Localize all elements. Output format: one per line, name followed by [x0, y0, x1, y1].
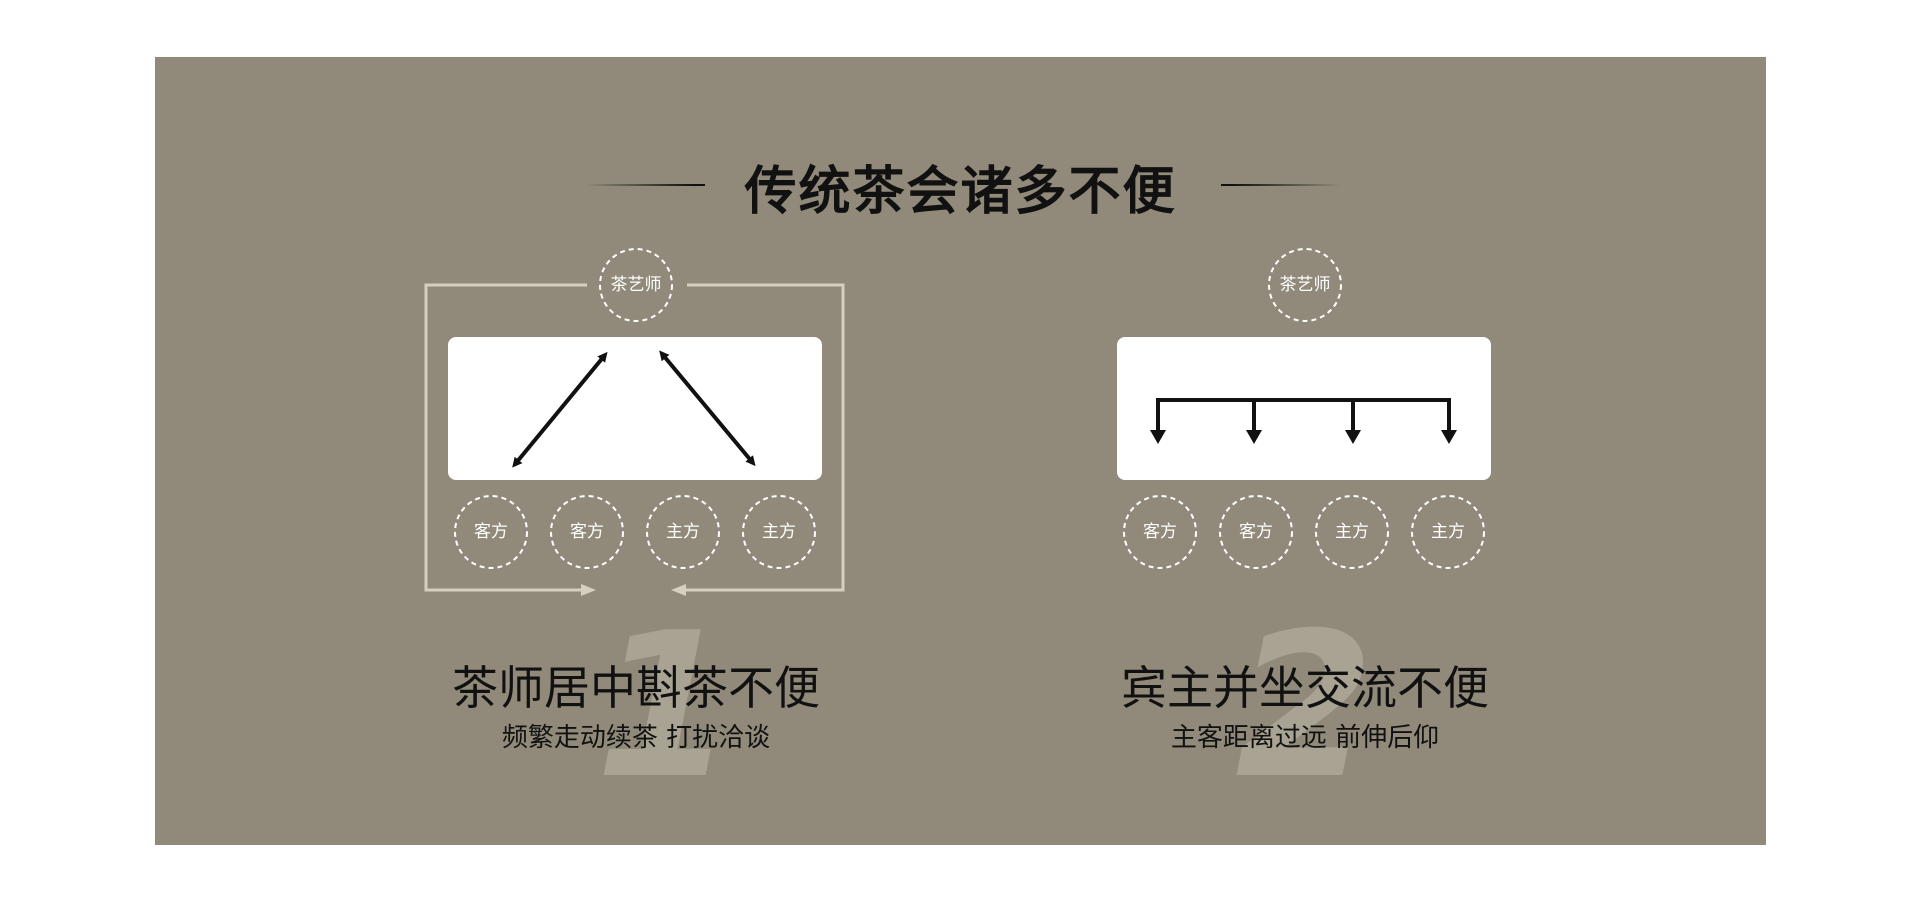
- section-2-seat-2: 客方: [1239, 521, 1273, 542]
- section-1-seat-2: 客方: [570, 521, 604, 542]
- page-title: 传统茶会诸多不便: [744, 162, 1177, 222]
- diagrams: [424, 248, 1491, 596]
- section-1-frame-right: [684, 283, 845, 592]
- section-1-top-node-circle: [599, 248, 673, 322]
- section-2-top-node-circle: [1268, 248, 1342, 322]
- section-1-arrow-left: [512, 351, 608, 468]
- section-2-top-node: 茶艺师: [1279, 274, 1331, 295]
- section-2-seat-3: 主方: [1335, 521, 1369, 542]
- section-2-arrowhead-2: [1246, 430, 1262, 444]
- section-1-seat-1-circle: [454, 495, 528, 569]
- section-2-subheading: 主客距离过远 前伸后仰: [1170, 723, 1440, 753]
- section-1-table: [448, 337, 822, 480]
- section-2-bracket: [1156, 398, 1451, 439]
- section-1-number: 1: [595, 590, 735, 823]
- section-1-frame-left: [424, 283, 587, 592]
- section-2-seat-2-circle: [1219, 495, 1293, 569]
- section-1-seat-2-circle: [550, 495, 624, 569]
- section-2-seat-4-circle: [1411, 495, 1485, 569]
- section-2-seat-3-circle: [1315, 495, 1389, 569]
- section-1-top-node: 茶艺师: [610, 274, 662, 295]
- section-2-seat-1-circle: [1123, 495, 1197, 569]
- section-1-frame-arrow-left: [671, 584, 686, 596]
- section-1-seat-4-circle: [742, 495, 816, 569]
- section-1-seat-3-circle: [646, 495, 720, 569]
- section-1-seat-3: 主方: [666, 521, 700, 542]
- section-1-heading: 茶师居中斟茶不便: [452, 661, 820, 715]
- section-2-number: 2: [1235, 590, 1375, 823]
- section-2-arrowhead-1: [1150, 430, 1166, 444]
- section-2-table: [1117, 337, 1491, 480]
- section-2-seat-1: 客方: [1143, 521, 1177, 542]
- section-2-arrowhead-3: [1345, 430, 1361, 444]
- section-1-subheading: 频繁走动续茶 打扰洽谈: [501, 723, 771, 753]
- section-1-seat-4: 主方: [762, 521, 796, 542]
- section-2-arrowhead-4: [1441, 430, 1457, 444]
- section-2-diagram: [1117, 248, 1491, 569]
- section-1-seat-1: 客方: [474, 521, 508, 542]
- title-decoration-right: [1221, 184, 1341, 186]
- section-2-heading: 宾主并坐交流不便: [1121, 661, 1489, 715]
- section-1-frame-arrow-right: [581, 584, 596, 596]
- section-1-arrow-right: [659, 350, 756, 467]
- content-panel: 传统茶会诸多不便 1 2: [155, 57, 1766, 845]
- section-1-diagram: [424, 248, 845, 596]
- title-decoration-left: [585, 184, 705, 186]
- section-2-seat-4: 主方: [1431, 521, 1465, 542]
